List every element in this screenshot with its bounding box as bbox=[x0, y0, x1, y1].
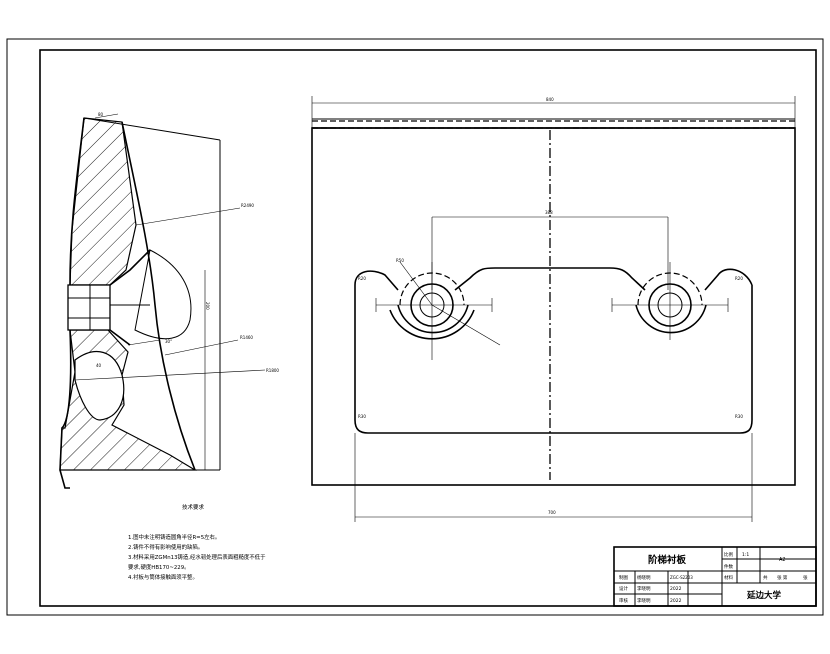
dim-section-top: 80 bbox=[98, 112, 104, 117]
ratio-value: 1:1 bbox=[742, 552, 749, 558]
section-lobe bbox=[134, 249, 192, 340]
note-1: 1.图中未注明铸造圆角半径R=5左右。 bbox=[128, 535, 221, 541]
tech-requirements: 1.图中未注明铸造圆角半径R=5左右。 2.铸件不得有影响使用的缺陷。 3.材料… bbox=[128, 533, 318, 583]
section-inner-arc bbox=[121, 121, 196, 471]
dim-corner-left: R20 bbox=[358, 276, 366, 281]
dim-hole-spacing: 388 bbox=[545, 210, 553, 215]
reviewer-label: 审核 bbox=[619, 597, 628, 604]
sheets-total: 共 bbox=[763, 574, 768, 581]
dim-section-mid: 200 bbox=[205, 302, 210, 310]
note-4: 要求,硬度HB170~229。 bbox=[128, 565, 190, 571]
section-top-edge bbox=[83, 117, 221, 141]
plan-view: 840 388 R50 bbox=[311, 96, 796, 522]
dim-section-r1: R2490 bbox=[241, 203, 254, 208]
ratio-label: 比例 bbox=[724, 551, 733, 558]
dim-section-angle: 30° bbox=[165, 339, 172, 344]
dim-section-r3: R1800 bbox=[266, 368, 279, 373]
inner-frame bbox=[39, 49, 817, 607]
section-lower-lobe bbox=[74, 351, 125, 421]
dim-corner-bottom-left: R30 bbox=[358, 414, 366, 419]
title-block: 阶梯衬板 比例 1:1 A2 件数 制图 杨晓明 ZGC-S2203 材料 共 … bbox=[613, 546, 817, 607]
section-outer-arc bbox=[59, 117, 85, 489]
part-name: 阶梯衬板 bbox=[648, 554, 687, 566]
checker-label: 设计 bbox=[619, 585, 628, 592]
sheet-size: A2 bbox=[779, 557, 786, 563]
section-view: R2490 R1460 R1800 80 30° 40 200 bbox=[59, 112, 279, 489]
drawing-no: ZGC-S2203 bbox=[670, 575, 693, 580]
dim-section-r2: R1460 bbox=[240, 335, 253, 340]
quantity-label: 件数 bbox=[724, 563, 733, 570]
outer-frame bbox=[6, 38, 824, 616]
dim-corner-bottom-right: R30 bbox=[735, 414, 743, 419]
sheets-no: 张 第 bbox=[777, 574, 788, 581]
sheet-unit: 张 bbox=[803, 574, 808, 581]
note-5: 4.衬板与筒体接触面须平整。 bbox=[128, 575, 198, 581]
dim-section-side: 40 bbox=[96, 363, 102, 368]
reviewer-name: 李晓明 bbox=[637, 597, 651, 604]
bolt-cavity bbox=[67, 284, 111, 331]
material-label: 材料 bbox=[724, 574, 733, 581]
right-hole bbox=[611, 262, 729, 340]
drawer-label: 制图 bbox=[619, 574, 628, 581]
dim-hole-radius: R50 bbox=[396, 258, 404, 263]
school-name: 延边大学 bbox=[746, 590, 782, 601]
note-3: 3.材料采用ZGMn13铸造,经水韧处理后表面粗糙度不低于 bbox=[128, 555, 266, 561]
note-2: 2.铸件不得有影响使用的缺陷。 bbox=[128, 545, 204, 551]
dim-bottom-width: 700 bbox=[548, 510, 556, 515]
dim-overall-width: 840 bbox=[546, 97, 554, 102]
step-profile bbox=[354, 267, 753, 434]
plate-outline bbox=[311, 127, 796, 486]
date-2: 2022 bbox=[670, 598, 682, 604]
date-1: 2022 bbox=[670, 586, 682, 592]
dim-corner-right: R20 bbox=[735, 276, 743, 281]
checker-name: 李晓明 bbox=[637, 585, 651, 592]
tech-requirements-title: 技术要求 bbox=[182, 505, 205, 511]
drawer-name: 杨晓明 bbox=[637, 574, 651, 581]
left-hole: R50 bbox=[375, 258, 501, 360]
